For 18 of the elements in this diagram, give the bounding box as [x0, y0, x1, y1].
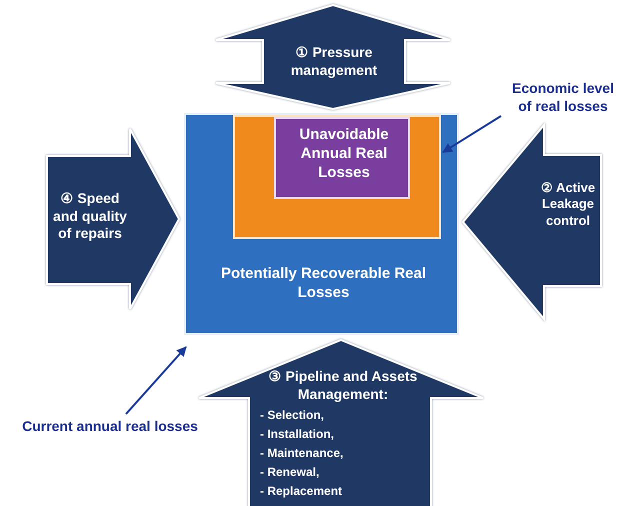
current-losses-panel — [184, 113, 459, 335]
list-item: - Renewal, — [260, 465, 320, 480]
unavoidable-losses-panel — [274, 117, 410, 199]
callout-text: Current annual real losses — [21, 418, 199, 436]
list-item: - Installation, — [260, 427, 336, 442]
label-text: Potentially Recoverable Real Losses — [220, 265, 428, 302]
leader-line — [125, 346, 187, 415]
list-item: - Replacement — [260, 484, 344, 499]
callout-text: Economic level of real losses — [511, 80, 615, 115]
label-text: ③ Pipeline and Assets Management: — [268, 368, 418, 403]
label-text: ② Active Leakage control — [540, 180, 596, 229]
label-text: ④ Speed and quality of repairs — [52, 190, 128, 242]
leader-line — [442, 115, 502, 154]
economic-level-panel — [233, 115, 441, 239]
label-text: Unavoidable Annual Real Losses — [298, 126, 390, 182]
list-item: - Selection, — [260, 408, 326, 423]
list-item: - Maintenance, — [260, 446, 344, 461]
label-text: ① Pressure management — [290, 44, 378, 79]
